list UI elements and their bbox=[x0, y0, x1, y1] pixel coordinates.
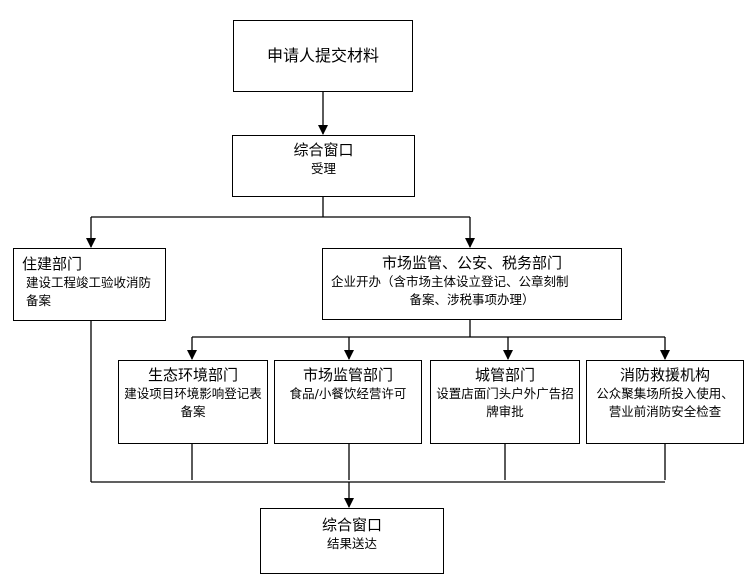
node-market-food-dept: 市场监管部门 食品/小餐饮经营许可 bbox=[274, 360, 422, 444]
node-applicant-submit-title: 申请人提交材料 bbox=[266, 46, 379, 65]
node-eco-env-dept: 生态环境部门 建设项目环境影响登记表备案 bbox=[118, 360, 268, 444]
node-window-accept-title: 综合窗口 bbox=[293, 141, 354, 159]
node-fire-rescue: 消防救援机构 公众聚集场所投入使用、营业前消防安全检查 bbox=[586, 360, 744, 444]
node-housing-dept-sub: 建设工程竣工验收消防备案 bbox=[26, 275, 152, 308]
node-fire-rescue-sub: 公众聚集场所投入使用、营业前消防安全检查 bbox=[596, 386, 734, 419]
node-market-security-tax-sub-line1: 企业开办（含市场主体设立登记、公章刻制 bbox=[331, 274, 569, 289]
node-city-mgmt-dept-title: 城管部门 bbox=[474, 366, 535, 384]
node-window-result: 综合窗口 结果送达 bbox=[260, 508, 444, 574]
node-applicant-submit: 申请人提交材料 bbox=[233, 20, 413, 92]
node-window-accept-sub: 受理 bbox=[310, 161, 336, 176]
node-window-result-sub: 结果送达 bbox=[326, 536, 377, 551]
node-city-mgmt-dept-sub: 设置店面门头户外广告招牌审批 bbox=[436, 386, 574, 419]
node-eco-env-dept-title: 生态环境部门 bbox=[147, 366, 238, 384]
node-window-result-title: 综合窗口 bbox=[321, 516, 382, 534]
node-housing-dept-title: 住建部门 bbox=[22, 255, 83, 273]
node-window-accept: 综合窗口 受理 bbox=[232, 135, 415, 197]
node-market-food-dept-title: 市场监管部门 bbox=[302, 366, 393, 384]
node-eco-env-dept-sub: 建设项目环境影响登记表备案 bbox=[124, 386, 262, 419]
node-market-food-dept-sub: 食品/小餐饮经营许可 bbox=[289, 386, 407, 401]
node-market-security-tax-sub-line2: 备案、涉税事项办理） bbox=[409, 292, 535, 307]
node-market-security-tax-title: 市场监管、公安、税务部门 bbox=[381, 254, 562, 272]
node-fire-rescue-title: 消防救援机构 bbox=[619, 366, 710, 384]
node-housing-dept: 住建部门 建设工程竣工验收消防备案 bbox=[13, 248, 166, 321]
node-city-mgmt-dept: 城管部门 设置店面门头户外广告招牌审批 bbox=[430, 360, 580, 444]
node-market-security-tax: 市场监管、公安、税务部门 企业开办（含市场主体设立登记、公章刻制 备案、涉税事项… bbox=[322, 248, 622, 320]
